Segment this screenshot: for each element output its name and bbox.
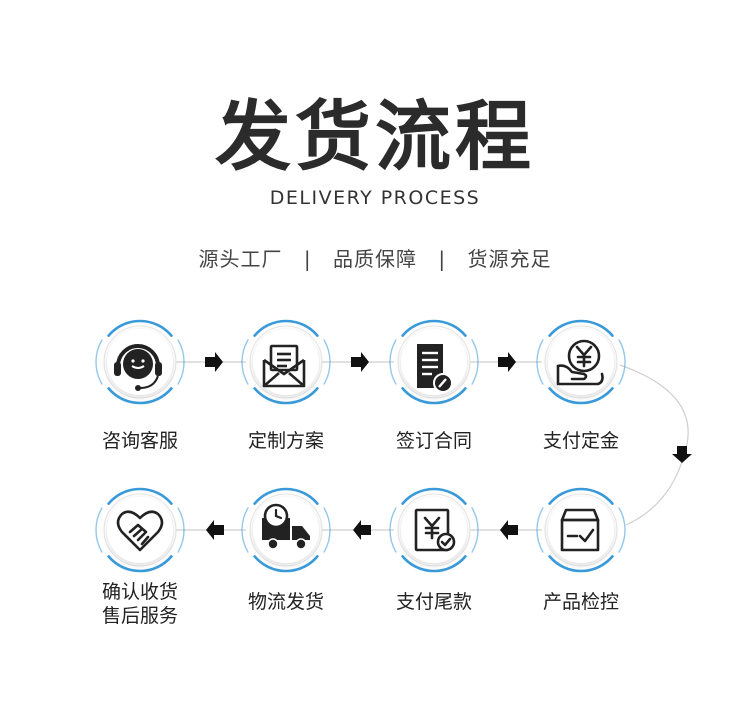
step-label-1: 咨询客服 (102, 430, 178, 452)
tagline: 源头工厂 | 品质保障 | 货源充足 (0, 246, 750, 272)
step-accent-arc (536, 339, 544, 385)
step-accent-arc (253, 487, 319, 505)
step-accent-arc (389, 339, 397, 385)
step-accent-arc (401, 555, 467, 573)
step-accent-arc (253, 319, 319, 337)
step-ring (397, 493, 471, 567)
yen-coin-hand-icon (556, 339, 604, 386)
step-accent-arc (177, 507, 185, 553)
contract-sign-icon (417, 344, 453, 393)
step-disc (548, 497, 614, 563)
step-accent-arc (253, 555, 319, 573)
arrow-left-icon (206, 520, 224, 540)
step-accent-arc (241, 339, 249, 385)
step-accent-arc (107, 387, 173, 405)
arrow-right-icon (351, 352, 369, 372)
delivery-truck-icon (262, 503, 310, 550)
tagline-item-2: 品质保障 (333, 247, 417, 271)
step-ring (103, 493, 177, 567)
step-accent-arc (107, 555, 173, 573)
step-label-4: 支付定金 (543, 430, 619, 452)
step-node-6 (389, 487, 479, 573)
arrow-left-icon (500, 520, 518, 540)
step-accent-arc (323, 339, 331, 385)
arrow-right-icon (205, 352, 223, 372)
step-accent-arc (401, 387, 467, 405)
step-label-3: 签订合同 (396, 430, 472, 452)
step-accent-arc (618, 507, 626, 553)
step-accent-arc (95, 339, 103, 385)
step-accent-arc (241, 507, 249, 553)
step-accent-arc (548, 319, 614, 337)
step-node-5 (536, 487, 626, 573)
yen-receipt-check-icon (414, 508, 456, 552)
step-ring (397, 325, 471, 399)
arrow-down-icon (672, 446, 692, 463)
step-ring (544, 325, 618, 399)
step-ring (249, 325, 323, 399)
page-subtitle: DELIVERY PROCESS (269, 187, 481, 209)
step-accent-arc (107, 487, 173, 505)
step-accent-arc (471, 339, 479, 385)
step-accent-arc (177, 339, 185, 385)
step-label-2: 定制方案 (248, 430, 324, 452)
step-ring (544, 493, 618, 567)
step-ring (249, 493, 323, 567)
box-check-icon (560, 508, 600, 552)
envelope-letter-icon (262, 344, 306, 388)
step-label-5: 产品检控 (543, 591, 619, 613)
step-accent-arc (253, 387, 319, 405)
arrow-left-icon (353, 520, 371, 540)
step-label-7: 物流发货 (248, 591, 324, 613)
step-accent-arc (95, 507, 103, 553)
step-label-6: 支付尾款 (396, 591, 472, 613)
step-accent-arc (548, 487, 614, 505)
step-accent-arc (536, 507, 544, 553)
step-accent-arc (548, 555, 614, 573)
customer-service-headset-icon (114, 344, 162, 391)
step-accent-arc (389, 507, 397, 553)
step-disc (401, 497, 467, 563)
arrow-right-icon (498, 352, 516, 372)
tagline-item-1: 源头工厂 (198, 247, 283, 271)
step-accent-arc (107, 319, 173, 337)
step-accent-arc (618, 339, 626, 385)
step-label-8: 确认收货售后服务 (102, 581, 178, 627)
tagline-separator: | (438, 247, 447, 271)
tagline-item-3: 货源充足 (467, 247, 552, 271)
tagline-separator: | (303, 247, 312, 271)
step-ring (103, 325, 177, 399)
step-labels: 咨询客服 定制方案 签订合同 支付定金 产品检控 支付尾款 物流发货 确认收货售… (102, 430, 619, 627)
step-accent-arc (471, 507, 479, 553)
step-accent-arc (401, 319, 467, 337)
step-accent-arc (548, 387, 614, 405)
page-title: 发货流程 (215, 92, 535, 181)
flow-arrows (205, 352, 692, 540)
step-accent-arc (401, 487, 467, 505)
handshake-heart-icon (116, 510, 164, 552)
step-accent-arc (323, 507, 331, 553)
